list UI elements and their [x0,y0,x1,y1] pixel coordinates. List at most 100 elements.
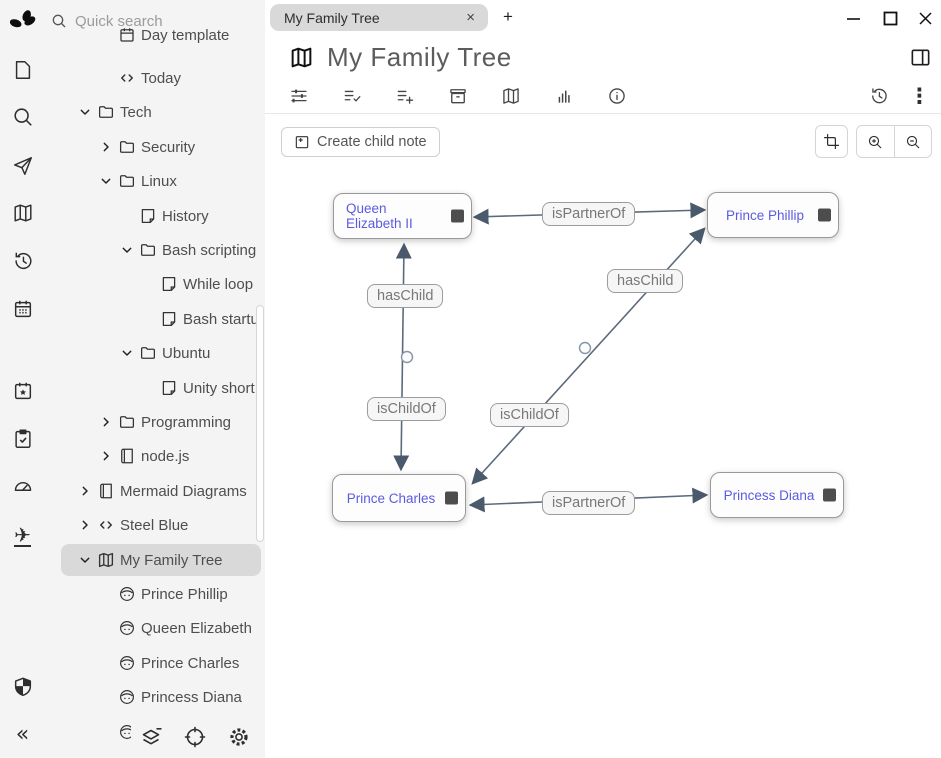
tree-item-label: History [162,207,209,225]
tree-item[interactable]: Bash startu [61,303,261,335]
tree-item-label: node.js [141,447,190,465]
tree-item[interactable]: History [61,200,261,232]
travel-icon[interactable]: ✈ [14,523,31,547]
bar-chart-icon[interactable] [554,86,574,106]
calendar-star-icon[interactable] [12,380,34,402]
map-icon[interactable] [501,86,521,106]
tree-item[interactable]: Ubuntu [61,337,261,369]
map-node[interactable]: Princess Diana [710,472,844,518]
resize-handle[interactable] [823,488,836,502]
activity-bar: ✈ « [0,0,45,758]
tree-item[interactable]: Day template [61,28,261,51]
chevron-down-icon[interactable] [116,240,137,260]
layers-icon[interactable] [139,725,163,749]
trilium-logo-icon[interactable] [8,6,38,36]
tree-item-label: Prince Phillip [141,585,228,603]
map-node[interactable]: Prince Charles [332,474,466,522]
note-map-icon[interactable] [12,202,34,224]
tree-item-label: While loop [183,275,254,293]
collapse-icon[interactable]: « [15,722,30,747]
quick-search[interactable] [51,8,259,34]
chevron-right-icon[interactable] [95,412,116,432]
tree-item[interactable]: My Family Tree [61,544,261,576]
resize-handle[interactable] [451,209,464,223]
jump-to-icon[interactable] [12,155,34,177]
relation-label[interactable]: isChildOf [490,403,569,427]
folder-icon [137,240,158,260]
chevron-right-icon[interactable] [74,481,95,501]
chevron-right-icon[interactable] [95,446,116,466]
tree-scrollbar[interactable] [256,305,264,542]
crop-icon [824,134,839,149]
map-node[interactable]: Queen Elizabeth II [333,193,472,239]
tree-item[interactable]: Princess Diana [61,681,261,713]
zoom-in-button[interactable] [857,126,894,157]
tab-close-icon[interactable]: × [466,9,475,26]
shield-icon[interactable] [12,676,34,698]
relation-label[interactable]: hasChild [367,284,444,308]
note-icon [158,378,179,398]
dashboard-icon[interactable] [12,476,34,498]
resize-handle[interactable] [445,491,458,505]
tree-item[interactable]: While loop [61,268,261,300]
minimize-button[interactable] [839,7,867,29]
recent-changes-icon[interactable] [12,250,34,272]
chevron-right-icon[interactable] [74,515,95,535]
tree-item-label: Mermaid Diagrams [120,482,247,500]
list-plus-icon[interactable] [395,86,415,106]
tree-item[interactable]: Unity short [61,372,261,404]
tree-item[interactable]: Mermaid Diagrams [61,475,261,507]
chevron-down-icon[interactable] [116,343,137,363]
calendar-icon[interactable] [12,298,34,320]
task-list-icon[interactable] [12,428,34,450]
relation-label[interactable]: hasChild [607,269,684,293]
list-check-icon[interactable] [342,86,362,106]
crop-button[interactable] [815,125,848,158]
relation-label[interactable]: isPartnerOf [542,202,636,226]
chevron-down-icon[interactable] [95,171,116,191]
relation-label[interactable]: isPartnerOf [542,491,636,515]
tree-item[interactable]: Bash scripting [61,234,261,266]
relation-label[interactable]: isChildOf [367,397,446,421]
close-button[interactable] [911,7,939,29]
tree-item[interactable]: Prince Charles [61,647,261,679]
tab-my-family-tree[interactable]: My Family Tree × [270,4,488,31]
create-child-note-button[interactable]: Create child note [281,127,440,157]
tree-item[interactable]: Today [61,62,261,94]
tree-item[interactable]: Linux [61,165,261,197]
search-icon[interactable] [12,106,34,128]
relation-map-canvas[interactable]: isPartnerOf hasChild isChildOf hasChild … [265,0,941,758]
sliders-icon[interactable] [289,86,309,106]
zoom-out-icon [906,135,920,148]
indent-spacer [95,618,116,638]
tree-item[interactable]: node.js [61,440,261,472]
note-tree-panel: Day templateTodayTechSecurityLinuxHistor… [45,0,265,758]
quick-search-input[interactable] [75,12,215,30]
tree-item-label: Queen Elizabeth [141,619,252,637]
tree-item[interactable]: Security [61,131,261,163]
indent-spacer [95,722,116,742]
chevron-down-icon[interactable] [74,550,95,570]
note-title[interactable]: My Family Tree [327,41,512,72]
info-icon[interactable] [607,86,627,106]
resize-handle[interactable] [818,208,831,222]
split-pane-icon[interactable] [909,46,932,69]
zoom-out-button[interactable] [893,126,932,157]
archive-icon[interactable] [448,86,468,106]
chevron-right-icon[interactable] [95,137,116,157]
crosshair-icon[interactable] [183,725,207,749]
tree-item[interactable]: Prince Phillip [61,578,261,610]
history-icon[interactable] [869,86,889,106]
new-note-icon[interactable] [12,59,34,81]
maximize-button[interactable] [876,7,904,29]
tree-item[interactable]: Steel Blue [61,509,261,541]
tree-item[interactable]: Programming [61,406,261,438]
kebab-menu-icon[interactable]: ⋮ [909,84,930,108]
tree-item[interactable]: Tech [61,96,261,128]
chevron-down-icon[interactable] [74,102,95,122]
gear-icon[interactable] [227,725,251,749]
new-tab-button[interactable]: + [503,7,513,26]
map-node[interactable]: Prince Phillip [707,192,839,238]
tree-item[interactable]: Queen Elizabeth [61,612,261,644]
